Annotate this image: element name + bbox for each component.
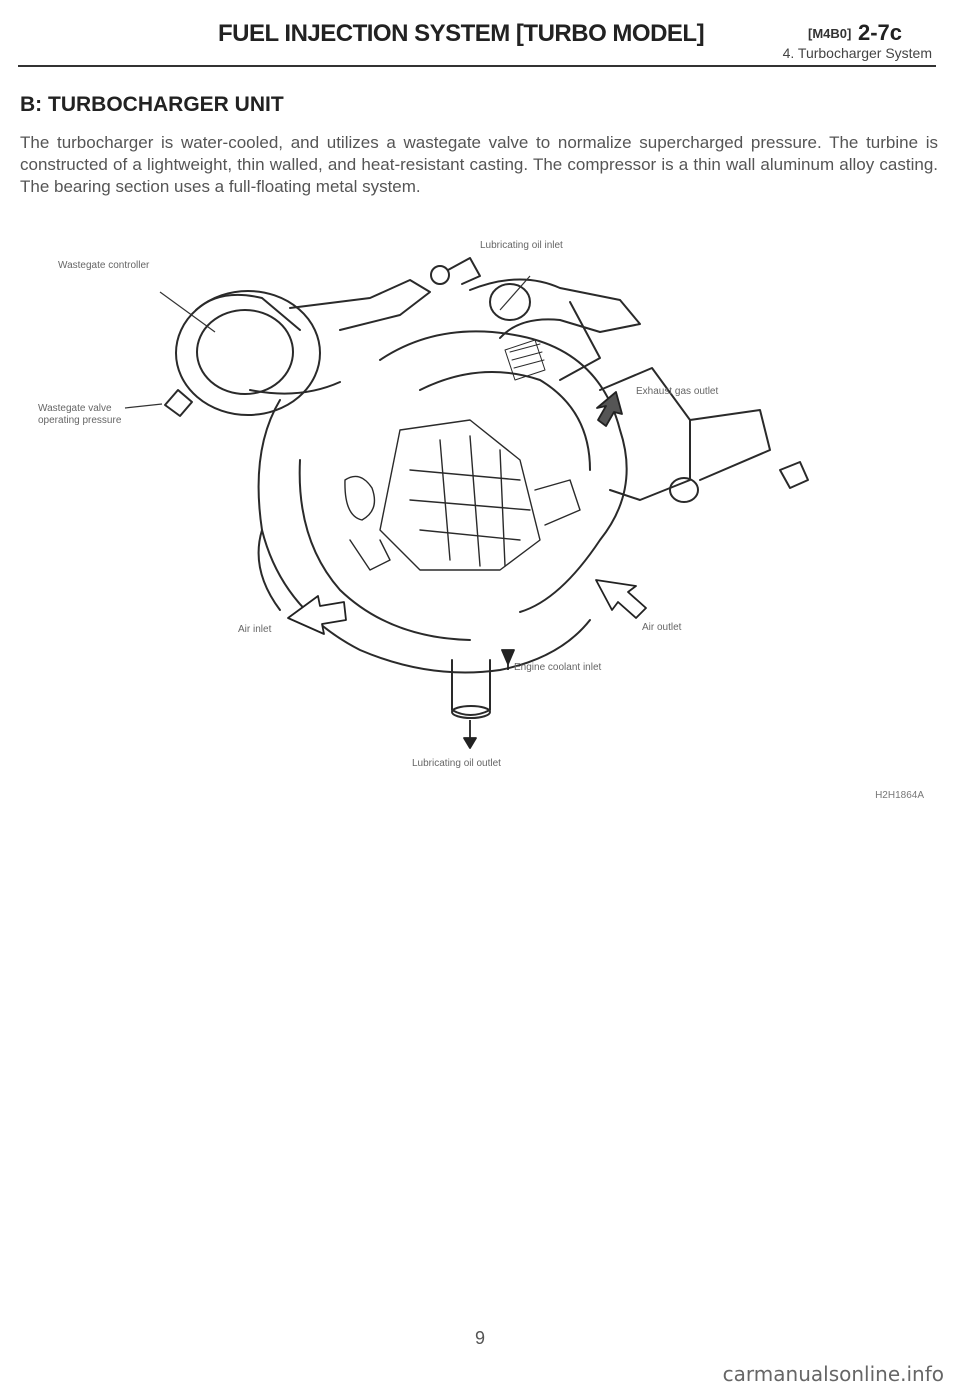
page-reference: 2-7c: [858, 20, 903, 45]
page-header: FUEL INJECTION SYSTEM [TURBO MODEL] [M4B…: [0, 0, 960, 70]
label-air-inlet: Air inlet: [238, 624, 272, 635]
wastegate-controller-shape: [175, 290, 321, 416]
exhaust-flange-shape: [599, 367, 691, 501]
manual-code: [M4B0]: [808, 26, 852, 41]
turbocharger-figure: Wastegate controller Lubricating oil inl…: [0, 240, 960, 800]
oil-inlet-flange-shape: [469, 278, 641, 339]
label-wastegate-controller: Wastegate controller: [58, 260, 150, 271]
content-heading: B: TURBOCHARGER UNIT: [20, 93, 284, 116]
label-lubricating-oil-outlet: Lubricating oil outlet: [412, 758, 501, 769]
header-rule: [18, 65, 936, 67]
label-wastegate-valve-line1: Wastegate valve: [38, 403, 112, 414]
label-wastegate-valve: Wastegate valve operating pressure: [38, 403, 121, 427]
air-outlet-arrow: [595, 579, 647, 619]
actuator-rod-shape: [289, 279, 431, 331]
page-number: 9: [474, 1328, 485, 1348]
label-wastegate-valve-line2: operating pressure: [38, 415, 122, 426]
compressor-housing-shape: [257, 399, 591, 674]
label-engine-coolant-inlet: Engine coolant inlet: [514, 662, 602, 673]
label-air-outlet: Air outlet: [642, 622, 682, 633]
body-paragraph: The turbocharger is water-cooled, and ut…: [20, 133, 938, 196]
air-inlet-pipe-shape: [257, 529, 281, 611]
watermark-text: carmanualsonline.info: [722, 1362, 944, 1386]
turbocharger-illustration: [124, 257, 809, 749]
air-inlet-arrow: [287, 595, 347, 635]
leader-wastegate-controller: [159, 291, 216, 333]
pressure-nipple-shape: [164, 389, 193, 417]
figure-id: H2H1864A: [875, 790, 924, 801]
subsection-title: 4. Turbocharger System: [782, 45, 932, 61]
leader-lubricating-oil-inlet: [499, 275, 531, 311]
leader-wastegate-valve: [124, 403, 163, 409]
section-title: FUEL INJECTION SYSTEM [TURBO MODEL]: [218, 20, 705, 47]
turbine-housing-shape: [379, 330, 628, 613]
label-lubricating-oil-inlet: Lubricating oil inlet: [480, 240, 563, 251]
exhaust-gas-outlet-arrow: [596, 391, 623, 427]
label-exhaust-gas-outlet: Exhaust gas outlet: [636, 386, 719, 397]
